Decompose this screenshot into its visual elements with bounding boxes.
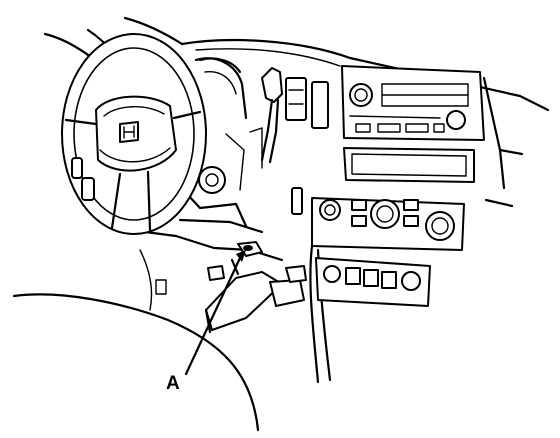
shift-lever: [249, 67, 283, 169]
lower-console: [309, 244, 431, 384]
climate-controls: [291, 187, 465, 251]
steering-column: [128, 133, 284, 262]
audio-head-unit: [341, 65, 485, 141]
dashboard-right-edge: [482, 76, 524, 208]
floor-seat-curve: [12, 249, 260, 432]
underdash-component: [204, 241, 307, 334]
display-panel: [343, 147, 475, 183]
callout-a-leader: [184, 250, 246, 376]
callout-a-label: A: [166, 373, 180, 394]
switch-panel-left: [285, 77, 329, 129]
steering-wheel: [61, 33, 207, 235]
